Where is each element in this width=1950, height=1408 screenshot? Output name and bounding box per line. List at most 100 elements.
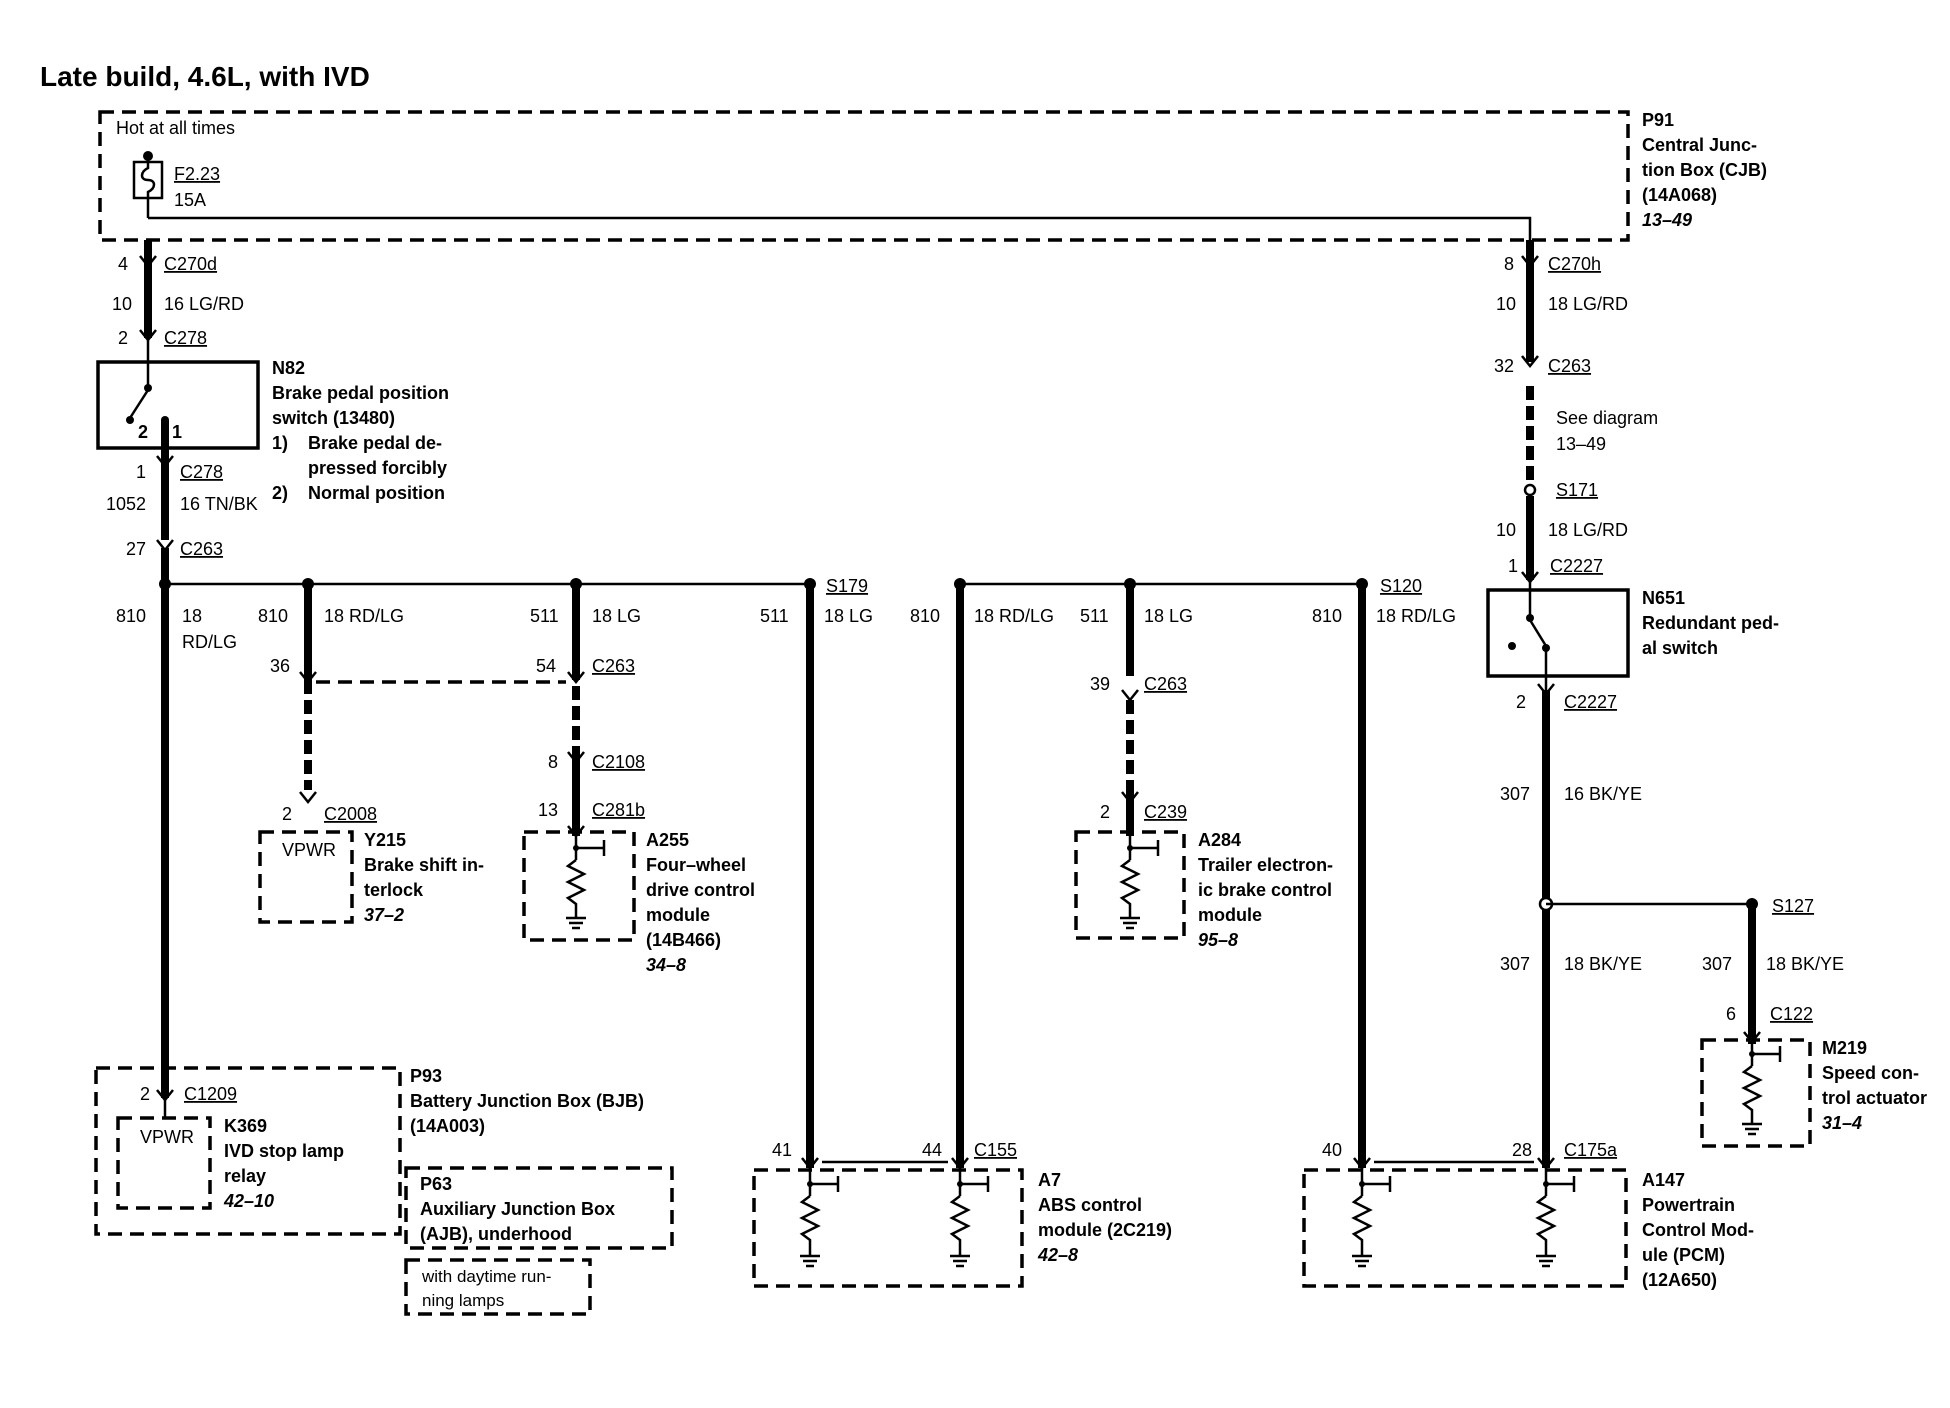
connector-label: C122 (1770, 1004, 1813, 1024)
n82-id: N82 (272, 358, 305, 378)
connector-label: C263 (1144, 674, 1187, 694)
cjb-name-2: tion Box (CJB) (1642, 160, 1767, 180)
see-diagram-label: 13–49 (1556, 434, 1606, 454)
splice-label: S120 (1380, 576, 1422, 596)
pin-label: 4 (118, 254, 128, 274)
wire-label: 18 BK/YE (1766, 954, 1844, 974)
see-diagram-label: See diagram (1556, 408, 1658, 428)
a7-name: module (2C219) (1038, 1220, 1172, 1240)
pin-label: 41 (772, 1140, 792, 1160)
connector-label: C263 (1548, 356, 1591, 376)
note-text: Brake pedal de- (308, 433, 442, 453)
pin-label: 44 (922, 1140, 942, 1160)
connector-label: C278 (180, 462, 223, 482)
n651-switch-box (1486, 588, 1630, 678)
circuit-label: 511 (760, 606, 789, 626)
p93-name: Battery Junction Box (BJB) (410, 1091, 644, 1111)
p63-id: P63 (420, 1174, 452, 1194)
k369-name: relay (224, 1166, 266, 1186)
circuit-label: 307 (1702, 954, 1732, 974)
y215-id: Y215 (364, 830, 406, 850)
n82-name-2: switch (13480) (272, 408, 395, 428)
wire-label: RD/LG (182, 632, 237, 652)
drl-note-box (404, 1258, 592, 1316)
cjb-name-1: Central Junc- (1642, 135, 1757, 155)
n82-switch-box (96, 360, 260, 450)
connector-c270h-icon (1521, 255, 1539, 269)
a284-ref: 95–8 (1198, 930, 1238, 950)
circuit-label: 810 (258, 606, 288, 626)
cjb-bus-wire (148, 216, 1532, 240)
pin-label: 1 (172, 422, 182, 442)
connector-c263-icon (567, 671, 585, 685)
pin-label: 6 (1726, 1004, 1736, 1024)
a255-name: module (646, 905, 710, 925)
a7-id: A7 (1038, 1170, 1061, 1190)
note-number: 2) (272, 483, 288, 503)
a147-id: A147 (1642, 1170, 1685, 1190)
page-title: Late build, 4.6L, with IVD (40, 61, 370, 92)
a255-box (522, 830, 636, 942)
a147-name: Control Mod- (1642, 1220, 1754, 1240)
a284-id: A284 (1198, 830, 1241, 850)
splice-label: S179 (826, 576, 868, 596)
wire-label: 18 LG (1144, 606, 1193, 626)
a147-name: ule (PCM) (1642, 1245, 1725, 1265)
note-text: Normal position (308, 483, 445, 503)
wire-label: 16 TN/BK (180, 494, 258, 514)
resistor-icon (1741, 1044, 1782, 1136)
a255-name: Four–wheel (646, 855, 746, 875)
a147-box (1302, 1168, 1628, 1288)
p93-name: (14A003) (410, 1116, 485, 1136)
p63-box (404, 1166, 674, 1250)
wire-label: 16 BK/YE (1564, 784, 1642, 804)
circuit-label: 10 (112, 294, 132, 314)
a147-name: (12A650) (1642, 1270, 1717, 1290)
wire-label: 18 (182, 606, 202, 626)
connector-label: C2227 (1564, 692, 1617, 712)
wire-label: 18 LG (592, 606, 641, 626)
circuit-label: 511 (530, 606, 559, 626)
k369-name: IVD stop lamp (224, 1141, 344, 1161)
pin-label: 2 (138, 422, 148, 442)
pin-label: 39 (1090, 674, 1110, 694)
circuit-label: 1052 (106, 494, 146, 514)
a284-name: ic brake control (1198, 880, 1332, 900)
resistor-icon (1351, 1168, 1392, 1268)
brake-switch-icon (126, 340, 169, 424)
fuse-rating: 15A (174, 190, 206, 210)
pin-label: 1 (1508, 556, 1518, 576)
a7-name: ABS control (1038, 1195, 1142, 1215)
cjb-id: P91 (1642, 110, 1674, 130)
a284-name: module (1198, 905, 1262, 925)
drl-note: with daytime run- (421, 1267, 551, 1286)
circuit-label: 307 (1500, 954, 1530, 974)
pin-label: 13 (538, 800, 558, 820)
n651-name: Redundant ped- (1642, 613, 1779, 633)
m219-ref: 31–4 (1822, 1113, 1862, 1133)
connector-c239-icon (1121, 791, 1139, 805)
resistor-icon (565, 836, 606, 930)
pin-label: 2 (118, 328, 128, 348)
y215-name: Brake shift in- (364, 855, 484, 875)
fuse-icon (132, 151, 164, 202)
pin-label: 2 (282, 804, 292, 824)
connector-label: C278 (164, 328, 207, 348)
connector-c2008-icon (299, 791, 317, 805)
vpwr-label: VPWR (282, 840, 336, 860)
resistor-icon (949, 1168, 990, 1268)
y215-ref: 37–2 (364, 905, 404, 925)
connector-c270d-icon (139, 255, 157, 269)
a255-id: A255 (646, 830, 689, 850)
circuit-label: 10 (1496, 294, 1516, 314)
redundant-switch-icon (1508, 582, 1550, 652)
resistor-icon (1119, 836, 1160, 930)
a255-ref: 34–8 (646, 955, 686, 975)
k369-ref: 42–10 (223, 1191, 274, 1211)
n82-name-1: Brake pedal position (272, 383, 449, 403)
wire-label: 18 LG (824, 606, 873, 626)
pin-label: 40 (1322, 1140, 1342, 1160)
connector-label: C270d (164, 254, 217, 274)
m219-name: Speed con- (1822, 1063, 1919, 1083)
